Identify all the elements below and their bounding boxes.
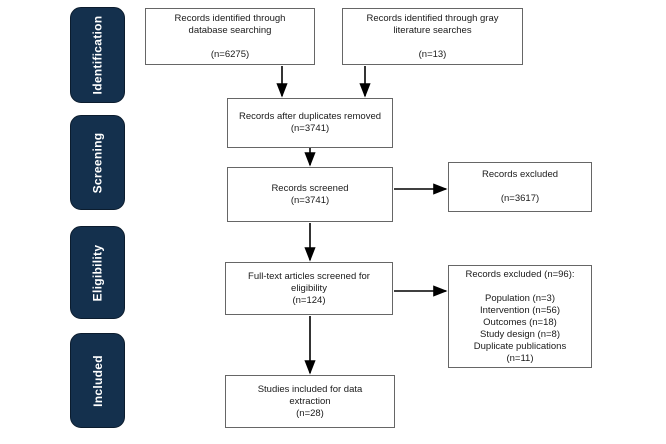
stage-screening-label: Screening: [90, 132, 105, 193]
stage-included-label: Included: [90, 354, 105, 407]
stage-identification-label: Identification: [90, 15, 105, 95]
box-fulltext-screened: Full-text articles screened for eligibil…: [225, 262, 393, 315]
box-duplicates-removed: Records after duplicates removed (n=3741…: [227, 98, 393, 148]
stage-eligibility: Eligibility: [70, 226, 125, 319]
box-records-database-search: Records identified through database sear…: [145, 8, 315, 65]
box-records-screened: Records screened (n=3741): [227, 167, 393, 222]
stage-screening: Screening: [70, 115, 125, 210]
box-records-gray-literature: Records identified through gray literatu…: [342, 8, 523, 65]
stage-eligibility-label: Eligibility: [90, 244, 105, 301]
box-records-excluded-eligibility: Records excluded (n=96): Population (n=3…: [448, 265, 592, 368]
stage-identification: Identification: [70, 7, 125, 103]
box-records-excluded-screening: Records excluded (n=3617): [448, 162, 592, 212]
stage-included: Included: [70, 333, 125, 428]
box-studies-included: Studies included for data extraction (n=…: [225, 375, 395, 428]
